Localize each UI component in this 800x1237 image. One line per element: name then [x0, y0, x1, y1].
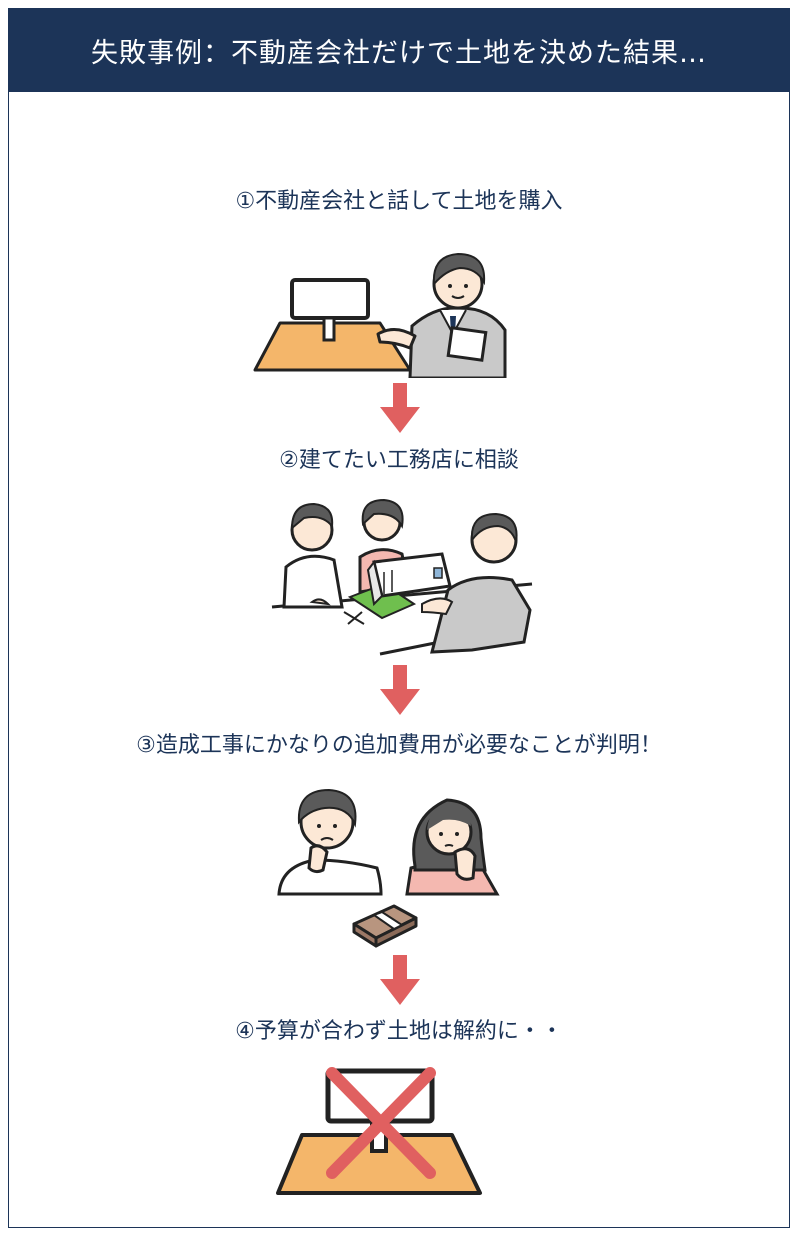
step-1-label: ①不動産会社と話して土地を購入 [235, 189, 563, 214]
down-arrow-icon [380, 665, 420, 715]
consultation-illustration [271, 498, 533, 656]
down-arrow-icon [380, 955, 420, 1005]
page-title: 失敗事例：不動産会社だけで土地を決めた結果… [8, 8, 790, 92]
step-2-label: ②建てたい工務店に相談 [279, 448, 519, 473]
money-bundle-icon [352, 904, 418, 948]
realtor-desk-illustration [253, 252, 507, 378]
step-3-label: ③造成工事にかなりの追加費用が必要なことが判明！ [136, 733, 662, 758]
step-4-label: ④予算が合わず土地は解約に・・ [235, 1019, 563, 1044]
worried-couple-illustration [277, 788, 500, 896]
cancelled-contract-illustration [276, 1067, 482, 1195]
down-arrow-icon [380, 383, 420, 433]
